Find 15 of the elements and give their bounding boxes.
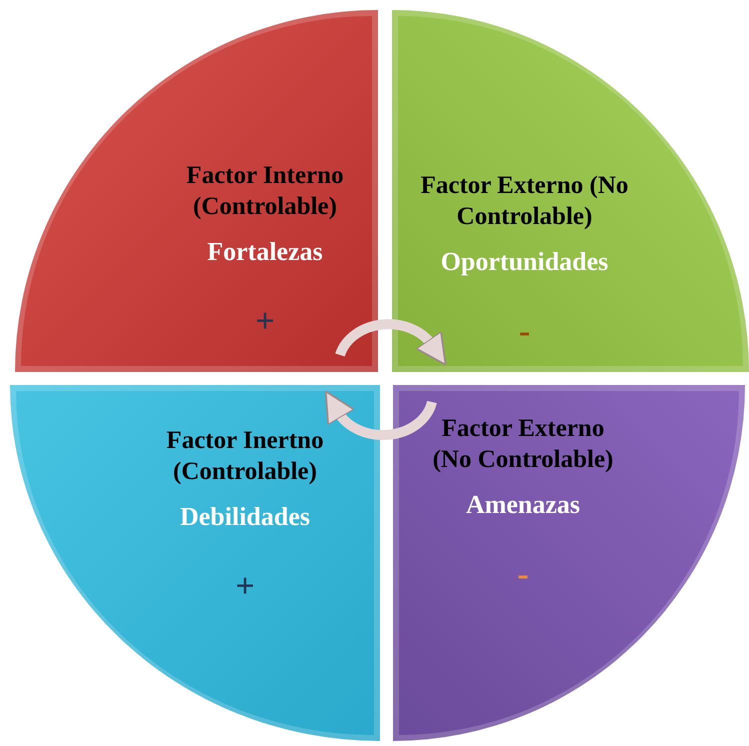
quadrant-title: Debilidades (178, 502, 312, 532)
sign-symbol: - (518, 312, 530, 350)
factor-heading: Factor Interno (Controlable) (185, 161, 345, 222)
quadrant-sector (392, 10, 749, 372)
sign-symbol: - (517, 556, 529, 594)
quadrant-title: Amenazas (464, 490, 582, 520)
sign-symbol: + (235, 568, 255, 606)
sign-symbol: + (255, 302, 275, 340)
quadrant-title: Oportunidades (440, 246, 610, 276)
quadrant-title: Fortalezas (206, 236, 324, 266)
curved-arrow (335, 319, 448, 365)
factor-heading: Factor Externo (No Controlable) (420, 171, 630, 232)
factor-heading: Factor Inertno (Controlable) (165, 426, 325, 488)
curved-arrow (323, 391, 437, 440)
factor-heading: Factor Externo (No Controlable) (432, 414, 614, 476)
